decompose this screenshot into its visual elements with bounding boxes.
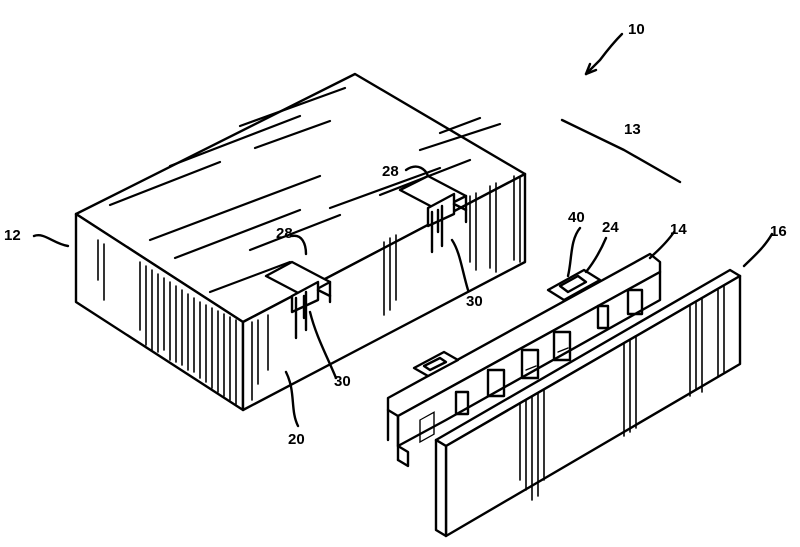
clip-tab-lower	[412, 350, 460, 378]
label-panel: 16	[770, 223, 787, 240]
top-face-hatching	[108, 86, 502, 294]
label-assembly: 10	[628, 21, 645, 38]
label-block: 12	[4, 227, 21, 244]
label-exploded-group: 13	[624, 121, 641, 138]
insulating-block	[74, 72, 527, 412]
label-recess-right: 30	[466, 293, 483, 310]
label-clip-rail: 24	[602, 219, 619, 236]
label-socket-left: 28	[276, 225, 293, 242]
socket-right	[398, 174, 468, 254]
side-face-hatching	[97, 175, 521, 405]
label-clip: 14	[670, 221, 687, 238]
label-socket-right: 28	[382, 163, 399, 180]
label-recess-left: 30	[334, 373, 351, 390]
socket-left	[264, 260, 332, 340]
label-front-face: 20	[288, 431, 305, 448]
clip-tab	[546, 268, 602, 302]
reference-labels: 10 13 12 28 28 30 30 20 40 24 14 16	[4, 21, 787, 448]
clip-windows	[419, 288, 644, 444]
panel-hatching	[519, 285, 725, 501]
label-clip-tab: 40	[568, 209, 585, 226]
clip-rail	[386, 252, 662, 468]
leader-lines	[32, 32, 774, 428]
facing-panel	[434, 268, 742, 538]
